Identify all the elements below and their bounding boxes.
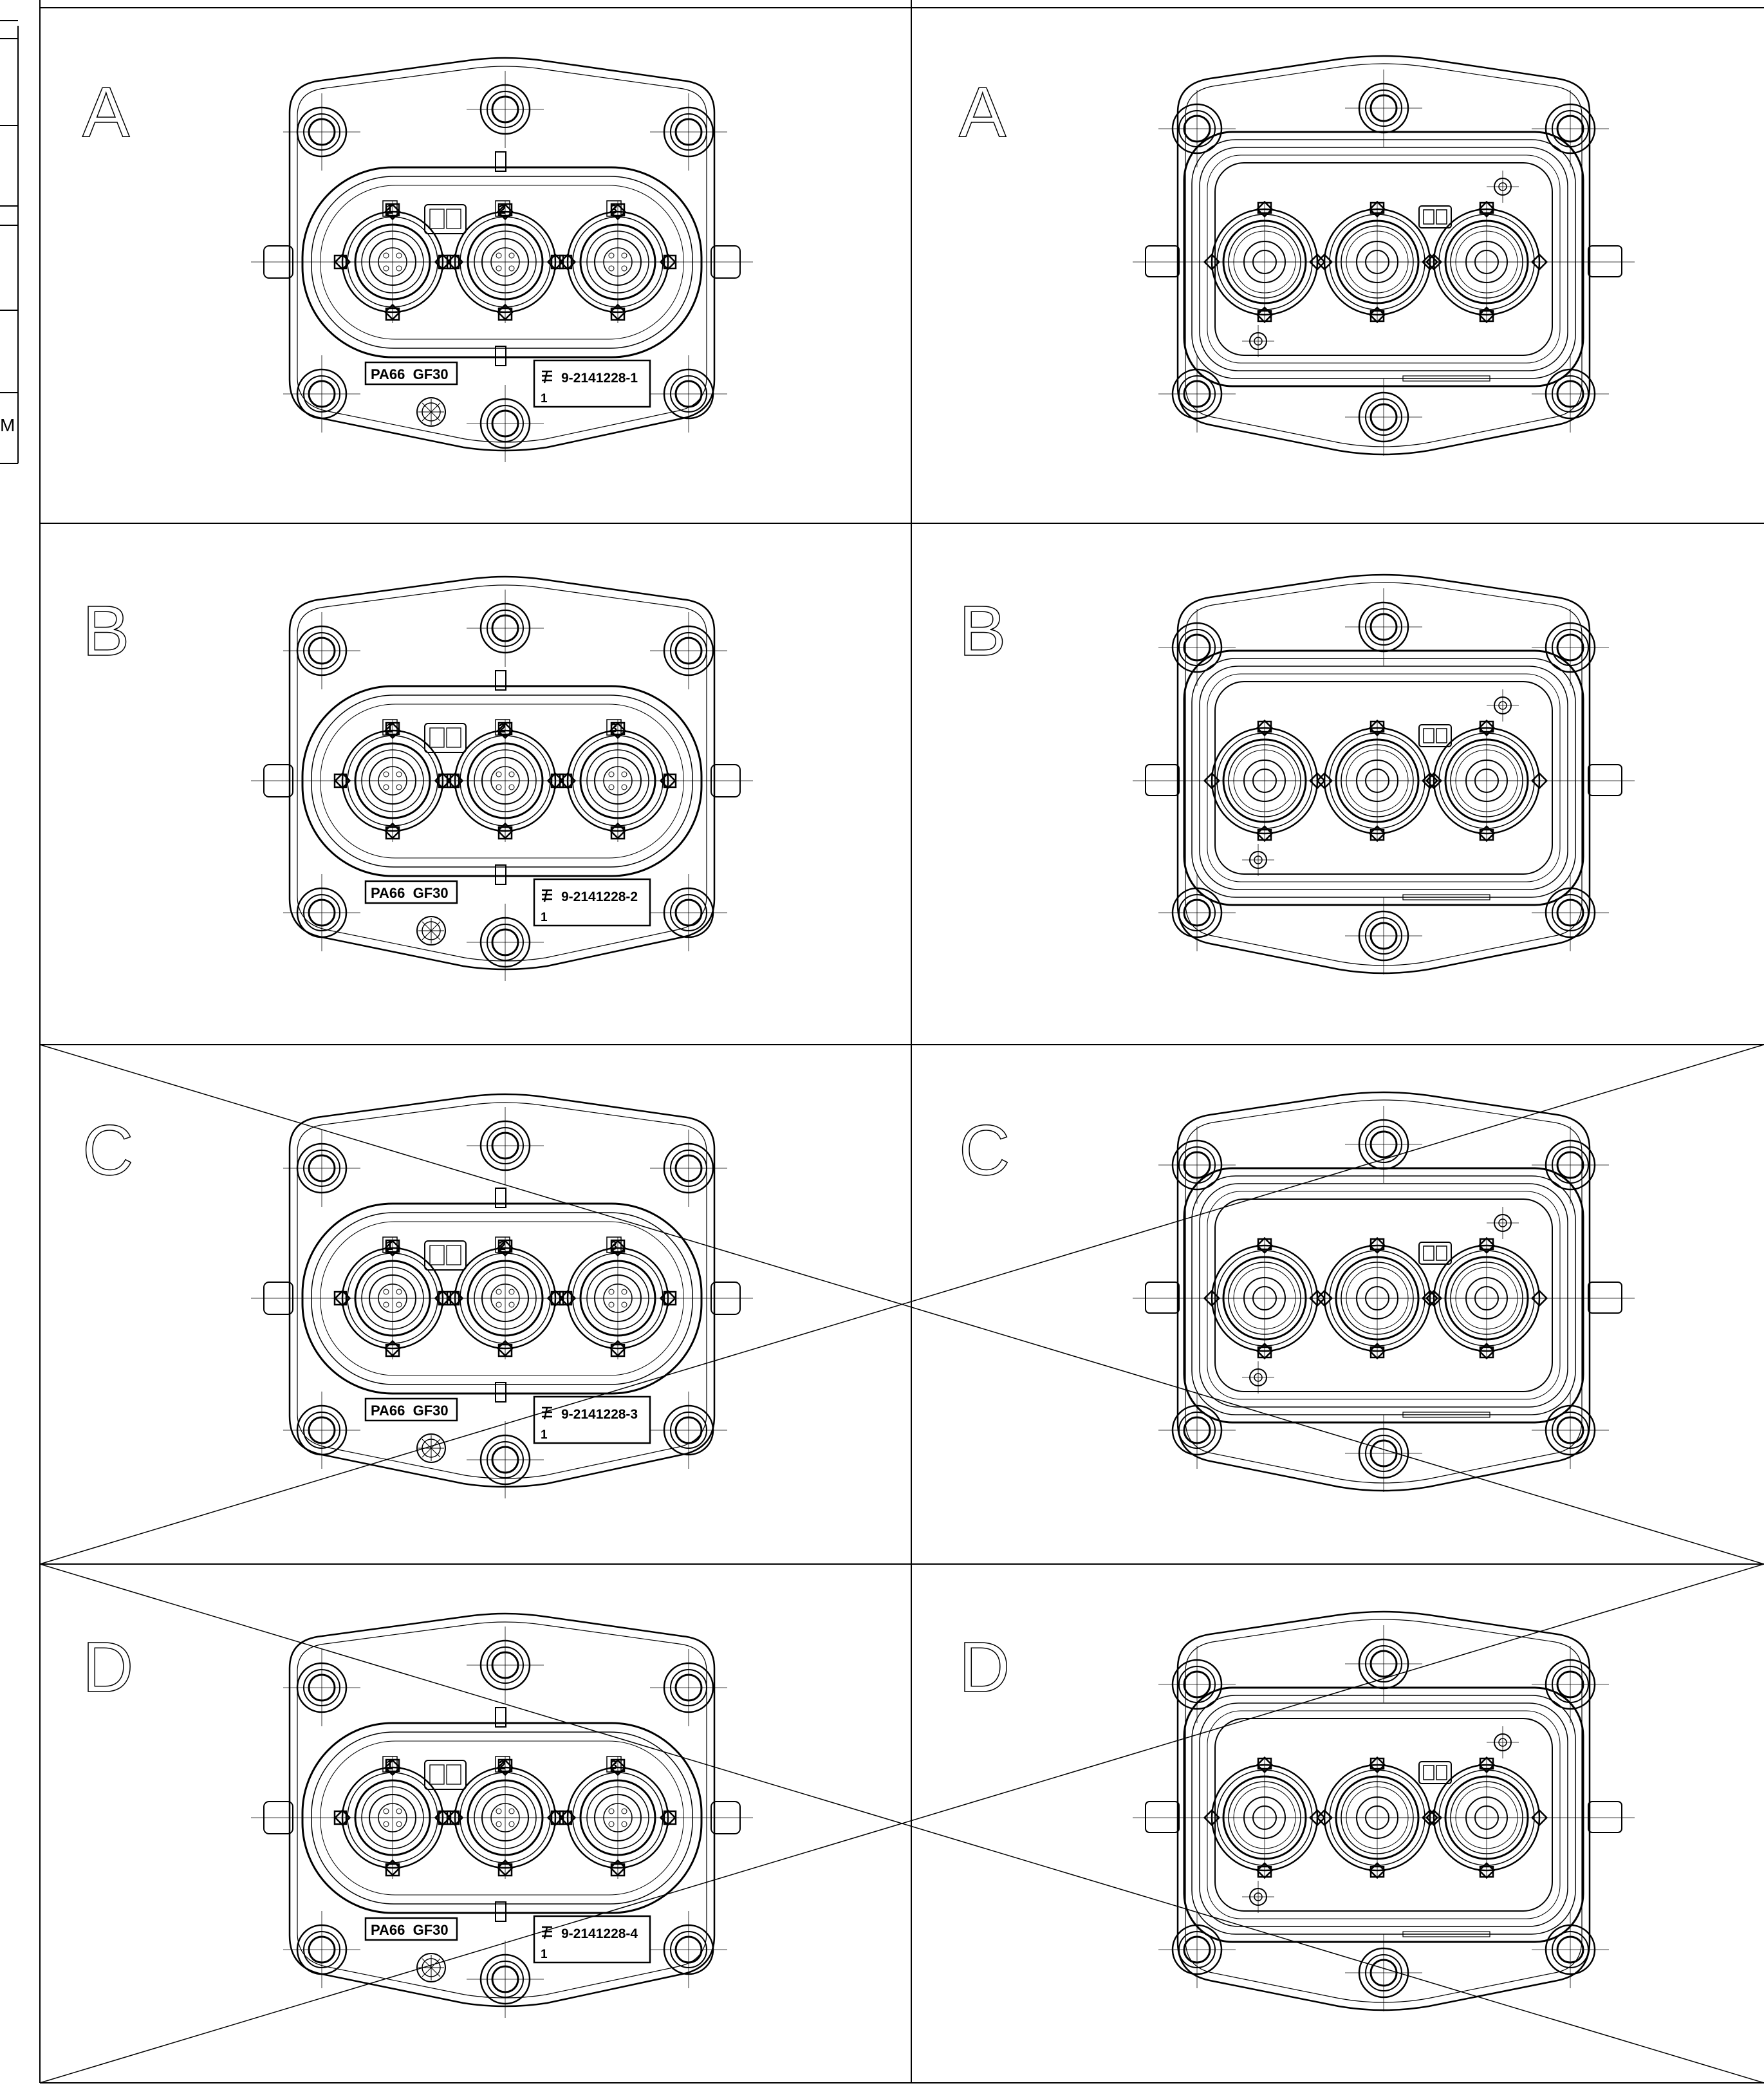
connector-rear-view xyxy=(1133,56,1635,456)
cross-out-mark xyxy=(39,1044,1764,1565)
row-letter-left: C xyxy=(82,1111,133,1190)
revision: 1 xyxy=(541,1948,548,1961)
position-label-1: 1 xyxy=(386,722,393,736)
position-label-3: 3 xyxy=(610,203,617,217)
connector-rear-view xyxy=(1133,1092,1635,1492)
position-label-1: 1 xyxy=(386,1239,393,1253)
drawing-frame xyxy=(39,0,1764,2083)
row-letter-left: D xyxy=(82,1628,133,1707)
connector-front-view: 1 2 3 PA66 GF30 9-2141228-4 1 xyxy=(251,1614,753,2018)
row-letter-right: D xyxy=(959,1628,1010,1707)
row-letter-left: A xyxy=(82,73,130,152)
revision: 1 xyxy=(541,1428,548,1442)
row-letter-right: C xyxy=(959,1111,1010,1190)
connector-front-view: 1 2 3 PA66 GF30 9-2141228-1 1 xyxy=(251,58,753,462)
connector-front-view: 1 2 3 PA66 GF30 9-2141228-2 1 xyxy=(251,577,753,981)
cross-out-mark xyxy=(39,1563,1764,2083)
position-label-1: 1 xyxy=(386,203,393,217)
title-block-fragment xyxy=(0,20,19,464)
row-letter-left: B xyxy=(82,592,129,671)
position-label-1: 1 xyxy=(386,1758,393,1773)
part-number: 9-2141228-1 xyxy=(561,371,638,386)
row-d: D D 1 2 3 PA66 GF30 9-2141228-4 1 xyxy=(39,1563,1764,2083)
position-label-3: 3 xyxy=(610,1758,617,1773)
position-label-2: 2 xyxy=(499,722,506,736)
title-block-letter: M xyxy=(0,415,15,435)
revision: 1 xyxy=(541,392,548,405)
connector-rear-view xyxy=(1133,1612,1635,2011)
material-label: PA66 GF30 xyxy=(371,1922,449,1938)
row-letter-right: B xyxy=(959,592,1006,671)
material-label: PA66 GF30 xyxy=(371,366,449,382)
revision: 1 xyxy=(541,911,548,924)
material-label: PA66 GF30 xyxy=(371,1403,449,1419)
position-label-2: 2 xyxy=(499,1239,506,1253)
connector-rear-view xyxy=(1133,575,1635,974)
position-label-3: 3 xyxy=(610,722,617,736)
row-b: B B 1 2 3 PA66 GF30 9-2141228-2 1 xyxy=(82,575,1635,981)
row-letter-right: A xyxy=(959,73,1007,152)
connector-front-view: 1 2 3 PA66 GF30 9-2141228-3 1 xyxy=(251,1094,753,1498)
part-number: 9-2141228-3 xyxy=(561,1407,638,1422)
row-c: C C 1 2 3 PA66 GF30 9-2141228-3 1 xyxy=(39,1044,1764,1565)
part-number: 9-2141228-2 xyxy=(561,890,638,904)
material-label: PA66 GF30 xyxy=(371,885,449,901)
position-label-3: 3 xyxy=(610,1239,617,1253)
position-label-2: 2 xyxy=(499,203,506,217)
part-number: 9-2141228-4 xyxy=(561,1926,638,1941)
position-label-2: 2 xyxy=(499,1758,506,1773)
row-a: A A 1 2 3 PA66 GF30 9-2141228-1 1 xyxy=(82,56,1635,462)
